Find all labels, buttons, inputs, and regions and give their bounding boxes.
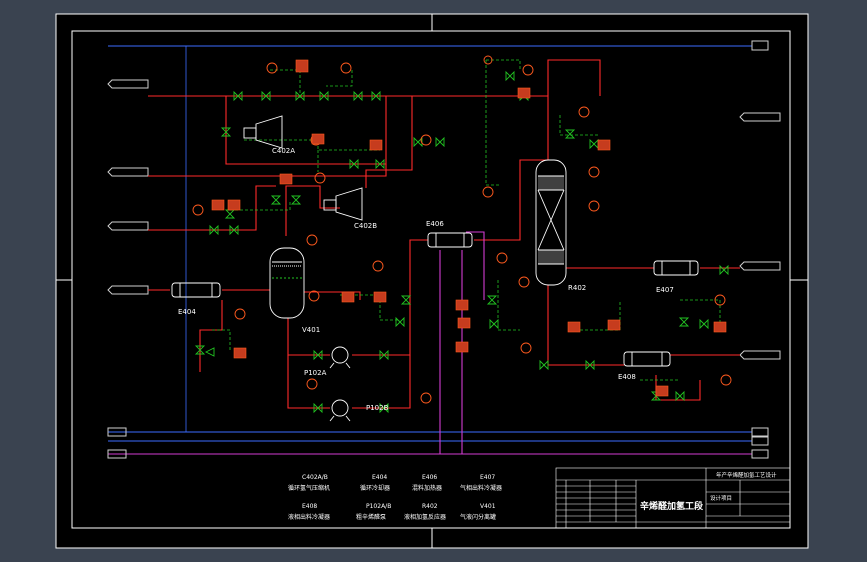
legend-e406-tag: E406: [422, 474, 437, 481]
outlet-arrow-1: [739, 112, 781, 122]
exchangers: [171, 232, 699, 367]
reactor-packing-bottom: [538, 250, 564, 264]
exchanger-e406: [427, 232, 473, 248]
tag-e406: E406: [426, 220, 444, 228]
offpage-connector-3: [751, 427, 769, 437]
legend-v401-desc: 气液闪分离罐: [460, 513, 496, 521]
exchanger-e408: [623, 351, 671, 367]
tag-e404: E404: [178, 308, 196, 316]
outlet-arrow-2: [739, 261, 781, 271]
legend-v401-tag: V401: [480, 503, 496, 510]
offpage-connector-2: [107, 449, 127, 459]
tag-e408: E408: [618, 373, 636, 381]
drawing-sheet: [55, 13, 809, 549]
legend-e408-desc: 液相出料冷凝器: [288, 513, 330, 521]
reactor-packing-top: [538, 176, 564, 190]
compressors: [243, 115, 363, 221]
legend-c402ab-desc: 循环氢气压缩机: [288, 484, 330, 492]
legend-p102ab-tag: P102A/B: [366, 503, 391, 510]
pump-p102a: [331, 346, 349, 364]
title-block-project: 年产辛烯醛加氢工艺设计: [716, 471, 777, 479]
offpage-connector-4: [751, 436, 769, 446]
legend-e407-tag: E407: [480, 474, 495, 481]
control-lines: [210, 59, 721, 381]
tag-c402b: C402B: [354, 222, 377, 230]
legend-e406-desc: 混料加热器: [412, 484, 442, 492]
inlet-arrow-3: [107, 221, 149, 231]
vessel-v401: [269, 247, 305, 319]
legend-r402-desc: 液相加氢反应器: [404, 513, 446, 521]
offpage-connector-top-right: [751, 40, 769, 51]
exchanger-e404: [171, 282, 221, 298]
valves: [194, 70, 729, 414]
tag-c402a: C402A: [272, 147, 295, 155]
title-block-design-row: 设计项目: [710, 494, 732, 502]
process-lines: [148, 59, 740, 409]
equipment-legend: C402A/B 循环氢气压缩机 E404 循环冷却器 E406 混料加热器 E4…: [288, 474, 502, 521]
legend-p102ab-desc: 粗辛烯醛泵: [356, 513, 386, 521]
outlet-arrow-3: [739, 350, 781, 360]
tag-r402: R402: [568, 284, 586, 292]
reactor-r402: [535, 159, 567, 286]
legend-c402ab-tag: C402A/B: [302, 474, 328, 481]
tag-e407: E407: [656, 286, 674, 294]
inlet-arrow-1: [107, 79, 149, 89]
exchanger-e407: [653, 260, 699, 276]
title-block-title: 辛烯醛加氢工段: [640, 500, 704, 512]
legend-e408-tag: E408: [302, 503, 317, 510]
equipment-tags: C402A C402B E406 E404 V401 P102A P102B R…: [178, 147, 674, 412]
offpage-connector-5: [751, 449, 769, 459]
offpage-connector-1: [107, 427, 127, 437]
legend-e404-desc: 循环冷却器: [360, 484, 390, 492]
tag-p102b: P102B: [366, 404, 389, 412]
pumps: [329, 346, 351, 422]
inlet-arrow-2: [107, 167, 149, 177]
tag-p102a: P102A: [304, 369, 327, 377]
legend-e404-tag: E404: [372, 474, 387, 481]
instrument-boxes: [211, 59, 727, 397]
title-block: [555, 467, 791, 529]
legend-r402-tag: R402: [422, 503, 438, 510]
pump-p102b: [331, 399, 349, 417]
legend-e407-desc: 气相出料冷凝器: [460, 484, 502, 492]
tag-v401: V401: [302, 326, 320, 334]
